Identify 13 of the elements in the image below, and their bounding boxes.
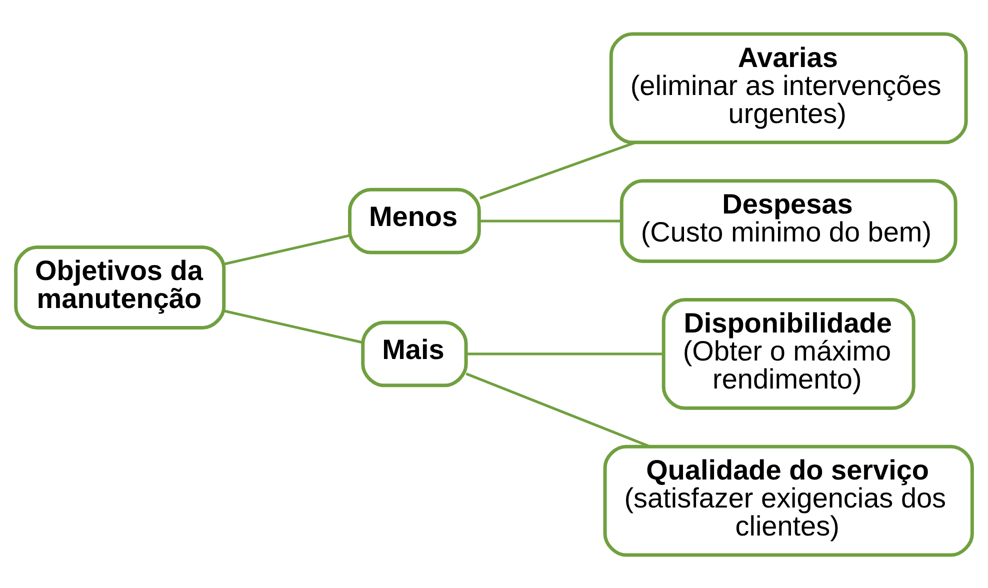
connector — [480, 219, 622, 222]
node-box: Objetivos da manutenção — [14, 245, 226, 329]
node-box: Avarias (eliminar as intervenções urgentes) — [609, 32, 968, 144]
connector — [466, 372, 651, 448]
connector — [224, 309, 363, 344]
node-box: Despesas (Custo minimo do bem) — [620, 178, 958, 263]
node-box: Menos — [348, 187, 481, 254]
connector — [479, 140, 636, 199]
node-box: Mais — [361, 320, 468, 387]
node-box: Disponibilidade (Obter o máximo rendimento) — [662, 298, 916, 410]
node-box: Qualidade do serviço (satisfazer exigencias dos clientes) — [603, 444, 974, 556]
connector — [466, 352, 663, 355]
connector — [224, 234, 350, 265]
